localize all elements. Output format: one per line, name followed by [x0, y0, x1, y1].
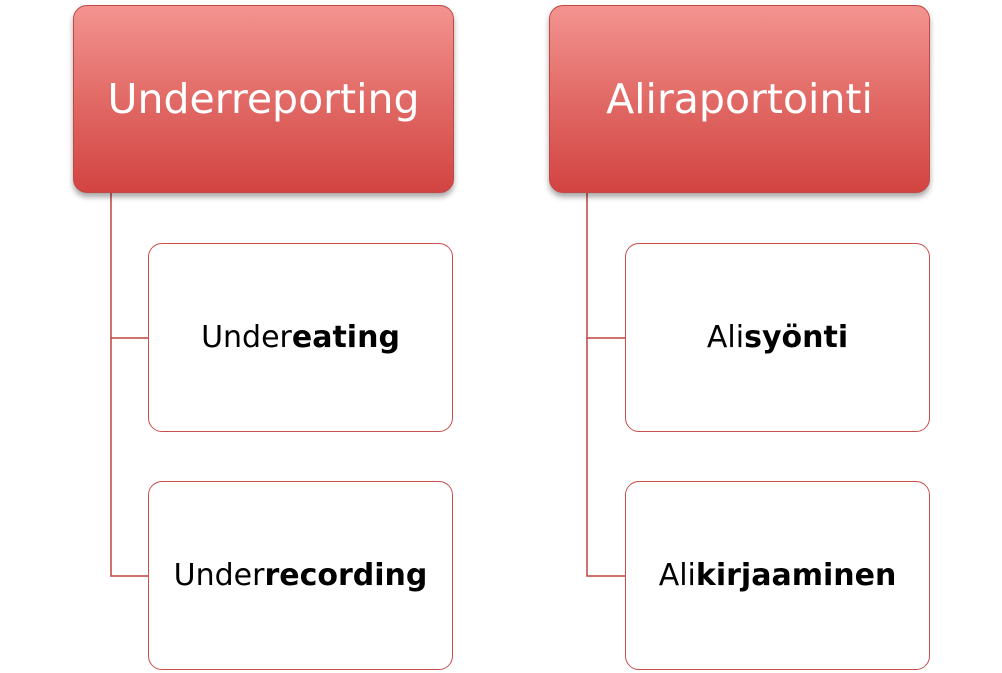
item-label-bold: kirjaaminen — [695, 558, 897, 593]
connector-left-1 — [110, 193, 148, 339]
connector-left-2 — [110, 338, 148, 577]
group-header-underreporting: Underreporting — [73, 5, 454, 193]
item-label-bold: recording — [264, 558, 428, 593]
item-label-plain: Under — [173, 558, 265, 593]
item-label-bold: syönti — [744, 320, 849, 355]
item-label-plain: Ali — [658, 558, 696, 593]
connector-right-2 — [586, 338, 625, 577]
group-header-label: Underreporting — [107, 75, 420, 123]
connector-right-1 — [586, 193, 625, 339]
item-label-plain: Ali — [706, 320, 745, 355]
item-label-bold: eating — [291, 320, 400, 355]
group-header-aliraportointi: Aliraportointi — [549, 5, 930, 193]
item-label-plain: Under — [201, 320, 292, 355]
group-header-label: Aliraportointi — [606, 75, 873, 123]
